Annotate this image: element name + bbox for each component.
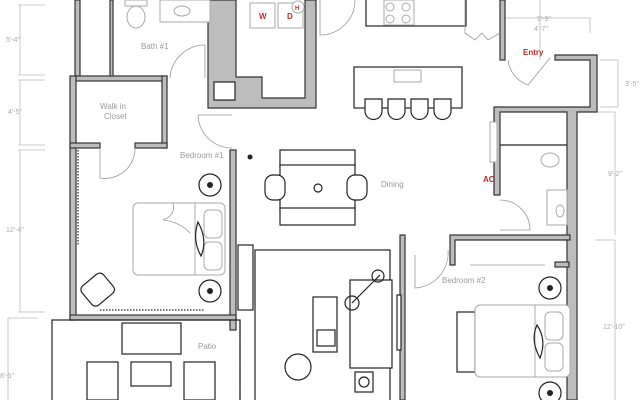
toilet-icon bbox=[540, 152, 560, 168]
room-label-patio: Patio bbox=[198, 342, 217, 351]
sofa bbox=[349, 279, 393, 369]
toilet-icon bbox=[126, 5, 146, 29]
left-dimensions: 5'-4" 4'-5" 12'-4" 8'-5" bbox=[0, 4, 45, 400]
sink-icon bbox=[555, 204, 565, 218]
dimension-label: 12'-10" bbox=[603, 324, 625, 331]
bedroom1-furniture bbox=[77, 150, 253, 311]
bath2-fixtures bbox=[489, 121, 568, 226]
dimension-label: 3'-5" bbox=[625, 81, 639, 88]
room-label-bedroom1: Bedroom #1 bbox=[180, 151, 224, 160]
bath1-fixtures bbox=[124, 0, 211, 29]
dining-set bbox=[264, 149, 368, 226]
water-heater-label: H bbox=[295, 6, 299, 12]
dimension-label: 4'-5" bbox=[8, 109, 22, 116]
dryer-label: D bbox=[287, 12, 293, 21]
bar-stools bbox=[364, 98, 452, 121]
bed bbox=[132, 202, 226, 276]
walls bbox=[69, 0, 598, 400]
room-label-dining: Dining bbox=[381, 180, 404, 189]
dimension-label: 5'-4" bbox=[6, 37, 20, 44]
room-labels: Bath #1 Walk in Closet Bedroom #1 Dining… bbox=[100, 42, 544, 351]
kitchen bbox=[353, 0, 501, 121]
patio bbox=[51, 319, 241, 400]
sink-icon bbox=[173, 5, 191, 17]
dimension-label: 5'-9" bbox=[537, 16, 551, 23]
laundry: W D H bbox=[249, 0, 305, 29]
doors bbox=[99, 0, 551, 289]
stove-icon bbox=[383, 0, 415, 26]
entry-label: Entry bbox=[523, 48, 544, 57]
washer bbox=[249, 2, 276, 29]
armchair bbox=[80, 272, 115, 307]
sink-icon bbox=[393, 69, 422, 83]
dimension-label: 12'-4" bbox=[6, 227, 24, 234]
dimension-label: 9'-2" bbox=[608, 171, 622, 178]
room-label-bedroom2: Bedroom #2 bbox=[442, 276, 486, 285]
room-label-bath1: Bath #1 bbox=[141, 42, 169, 51]
dimension-label: 8'-5" bbox=[0, 373, 14, 380]
ac-label: AC bbox=[483, 175, 495, 184]
washer-label: W bbox=[259, 12, 267, 21]
room-label-closet: Closet bbox=[104, 112, 127, 121]
living-room bbox=[237, 244, 402, 400]
bedroom2-furniture bbox=[456, 264, 571, 400]
water-heater bbox=[291, 0, 305, 14]
dimension-label: 4'-7" bbox=[534, 26, 548, 33]
room-label-closet: Walk in bbox=[100, 102, 126, 111]
